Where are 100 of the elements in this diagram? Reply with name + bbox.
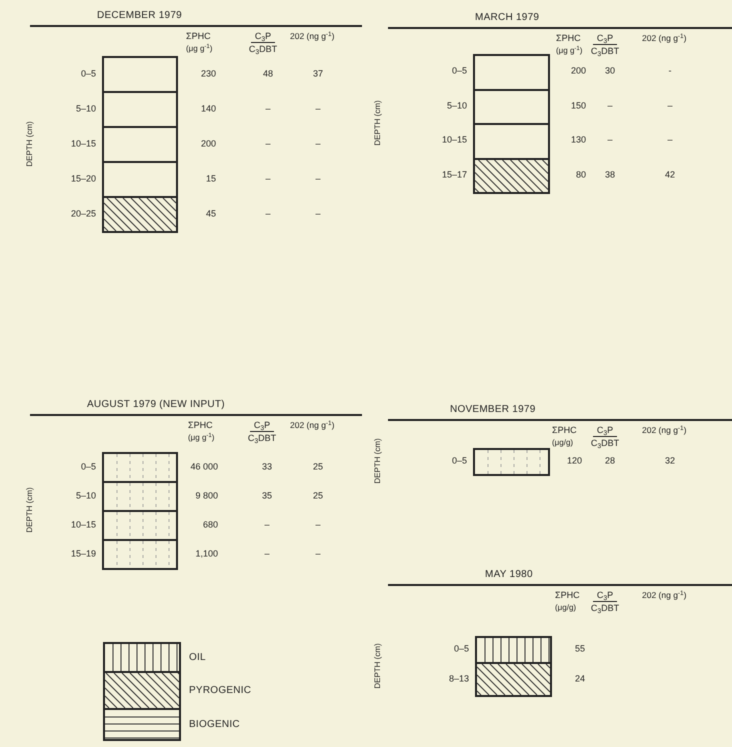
value-text: 200 <box>570 64 586 78</box>
panel-heading: AUGUST 1979 (NEW INPUT) <box>87 398 225 412</box>
value-text: 120 <box>566 454 582 468</box>
unit-label: (μg g$^{-1}$) <box>186 43 212 55</box>
fraction-numerator: C$_{3}$P <box>592 32 618 45</box>
core-segment <box>473 54 550 90</box>
fraction-numerator: C$_{3}$P <box>592 589 618 602</box>
value-text: 55 <box>574 642 585 656</box>
unit-label: (μg g$^{-1}$) <box>188 432 214 444</box>
value-text: 46 000 <box>190 460 218 473</box>
value-text: 45 <box>206 206 216 220</box>
value-text: 48 <box>263 66 273 80</box>
value-text: 38 <box>605 168 615 181</box>
column-header: ΣPHC <box>186 30 211 43</box>
core-segment <box>102 126 178 163</box>
depth-label: 0–5 <box>454 642 469 656</box>
fraction-denominator: C$_{3}$DBT <box>590 602 620 614</box>
depth-label: 15–20 <box>70 172 96 185</box>
column-header: ΣPHC <box>556 32 581 45</box>
axis-label: DEPTH (cm) <box>24 120 35 166</box>
depth-label: 0–5 <box>452 64 467 78</box>
core-segment <box>102 196 178 233</box>
depth-label: 0–5 <box>80 66 96 80</box>
value-text: – <box>264 518 270 531</box>
value-text: – <box>266 206 270 220</box>
depth-label: 10–15 <box>442 134 467 146</box>
core-segment <box>473 88 550 125</box>
column-header: 202 (ng g$^{-1}$) <box>642 424 686 437</box>
fraction-numerator: C$_{3}$P <box>592 424 618 437</box>
value-text: – <box>266 172 270 185</box>
column-header: ΣPHC <box>555 589 580 602</box>
fraction-denominator: C$_{3}$DBT <box>590 45 620 57</box>
legend-label: OIL <box>189 651 206 665</box>
core-segment <box>473 158 550 194</box>
value-text: – <box>316 102 320 115</box>
value-text: – <box>316 206 320 220</box>
depth-label: 5–10 <box>446 99 467 112</box>
value-text: 150 <box>570 99 586 112</box>
value-text: 33 <box>262 460 272 473</box>
core-segment <box>102 481 178 512</box>
value-text: 24 <box>574 672 585 685</box>
value-text: 25 <box>313 460 323 473</box>
value-text: 1,100 <box>195 546 218 560</box>
panel-heading: MAY 1980 <box>485 568 533 582</box>
value-text: 230 <box>200 66 216 80</box>
value-text: 32 <box>665 454 675 468</box>
value-text: – <box>316 546 320 560</box>
value-text: – <box>316 518 320 531</box>
fraction-denominator: C$_{3}$DBT <box>248 43 278 55</box>
panel-heading: MARCH 1979 <box>475 11 540 25</box>
value-text: 80 <box>576 168 586 181</box>
legend-label: PYROGENIC <box>189 684 252 698</box>
depth-label: 0–5 <box>80 460 96 473</box>
column-header: ΣPHC <box>552 424 577 437</box>
value-text: 42 <box>665 168 675 181</box>
depth-label: 5–10 <box>76 102 96 115</box>
depth-label: 15–17 <box>442 168 467 181</box>
value-text: – <box>266 102 270 115</box>
value-text: 37 <box>313 66 323 80</box>
column-header: ΣPHC <box>188 419 213 432</box>
unit-label: (μg/g) <box>555 602 576 614</box>
core-segment <box>102 56 178 93</box>
value-text: – <box>668 134 672 146</box>
core-segment <box>475 662 552 697</box>
value-text: – <box>266 136 270 150</box>
depth-label: 10–15 <box>70 518 96 531</box>
value-text: 680 <box>202 518 218 531</box>
value-text: 28 <box>605 454 615 468</box>
core-segment <box>102 510 178 541</box>
column-header: 202 (ng g$^{-1}$) <box>642 589 686 602</box>
depth-label: 0–5 <box>452 454 467 468</box>
core-segment <box>473 448 550 476</box>
value-text: 130 <box>570 134 586 146</box>
axis-label: DEPTH (cm) <box>372 642 383 688</box>
value-text: – <box>316 172 320 185</box>
depth-label: 20–25 <box>70 206 96 220</box>
value-text: - <box>668 64 672 78</box>
legend-label: BIOGENIC <box>189 718 240 732</box>
depth-label: 10–15 <box>70 136 96 150</box>
value-text: 15 <box>206 172 216 185</box>
axis-label: DEPTH (cm) <box>372 100 383 146</box>
value-text: – <box>608 134 612 146</box>
fraction-numerator: C$_{3}$P <box>250 30 276 43</box>
panel-heading: NOVEMBER 1979 <box>450 403 536 417</box>
depth-label: 8–13 <box>448 672 469 685</box>
value-text: – <box>264 546 270 560</box>
value-text: 25 <box>313 488 323 502</box>
core-segment <box>102 91 178 128</box>
fraction-denominator: C$_{3}$DBT <box>590 437 620 449</box>
core-segment <box>102 539 178 570</box>
column-header: 202 (ng g$^{-1}$) <box>290 30 334 43</box>
value-text: 9 800 <box>195 488 218 502</box>
panel-heading: DECEMBER 1979 <box>97 9 182 23</box>
core-segment <box>473 123 550 160</box>
value-text: – <box>608 99 612 112</box>
depth-label: 5–10 <box>76 488 96 502</box>
unit-label: (μg/g) <box>552 437 574 449</box>
column-header: 202 (ng g$^{-1}$) <box>290 419 334 432</box>
fraction-denominator: C$_{3}$DBT <box>248 432 276 444</box>
core-segment <box>102 452 178 483</box>
